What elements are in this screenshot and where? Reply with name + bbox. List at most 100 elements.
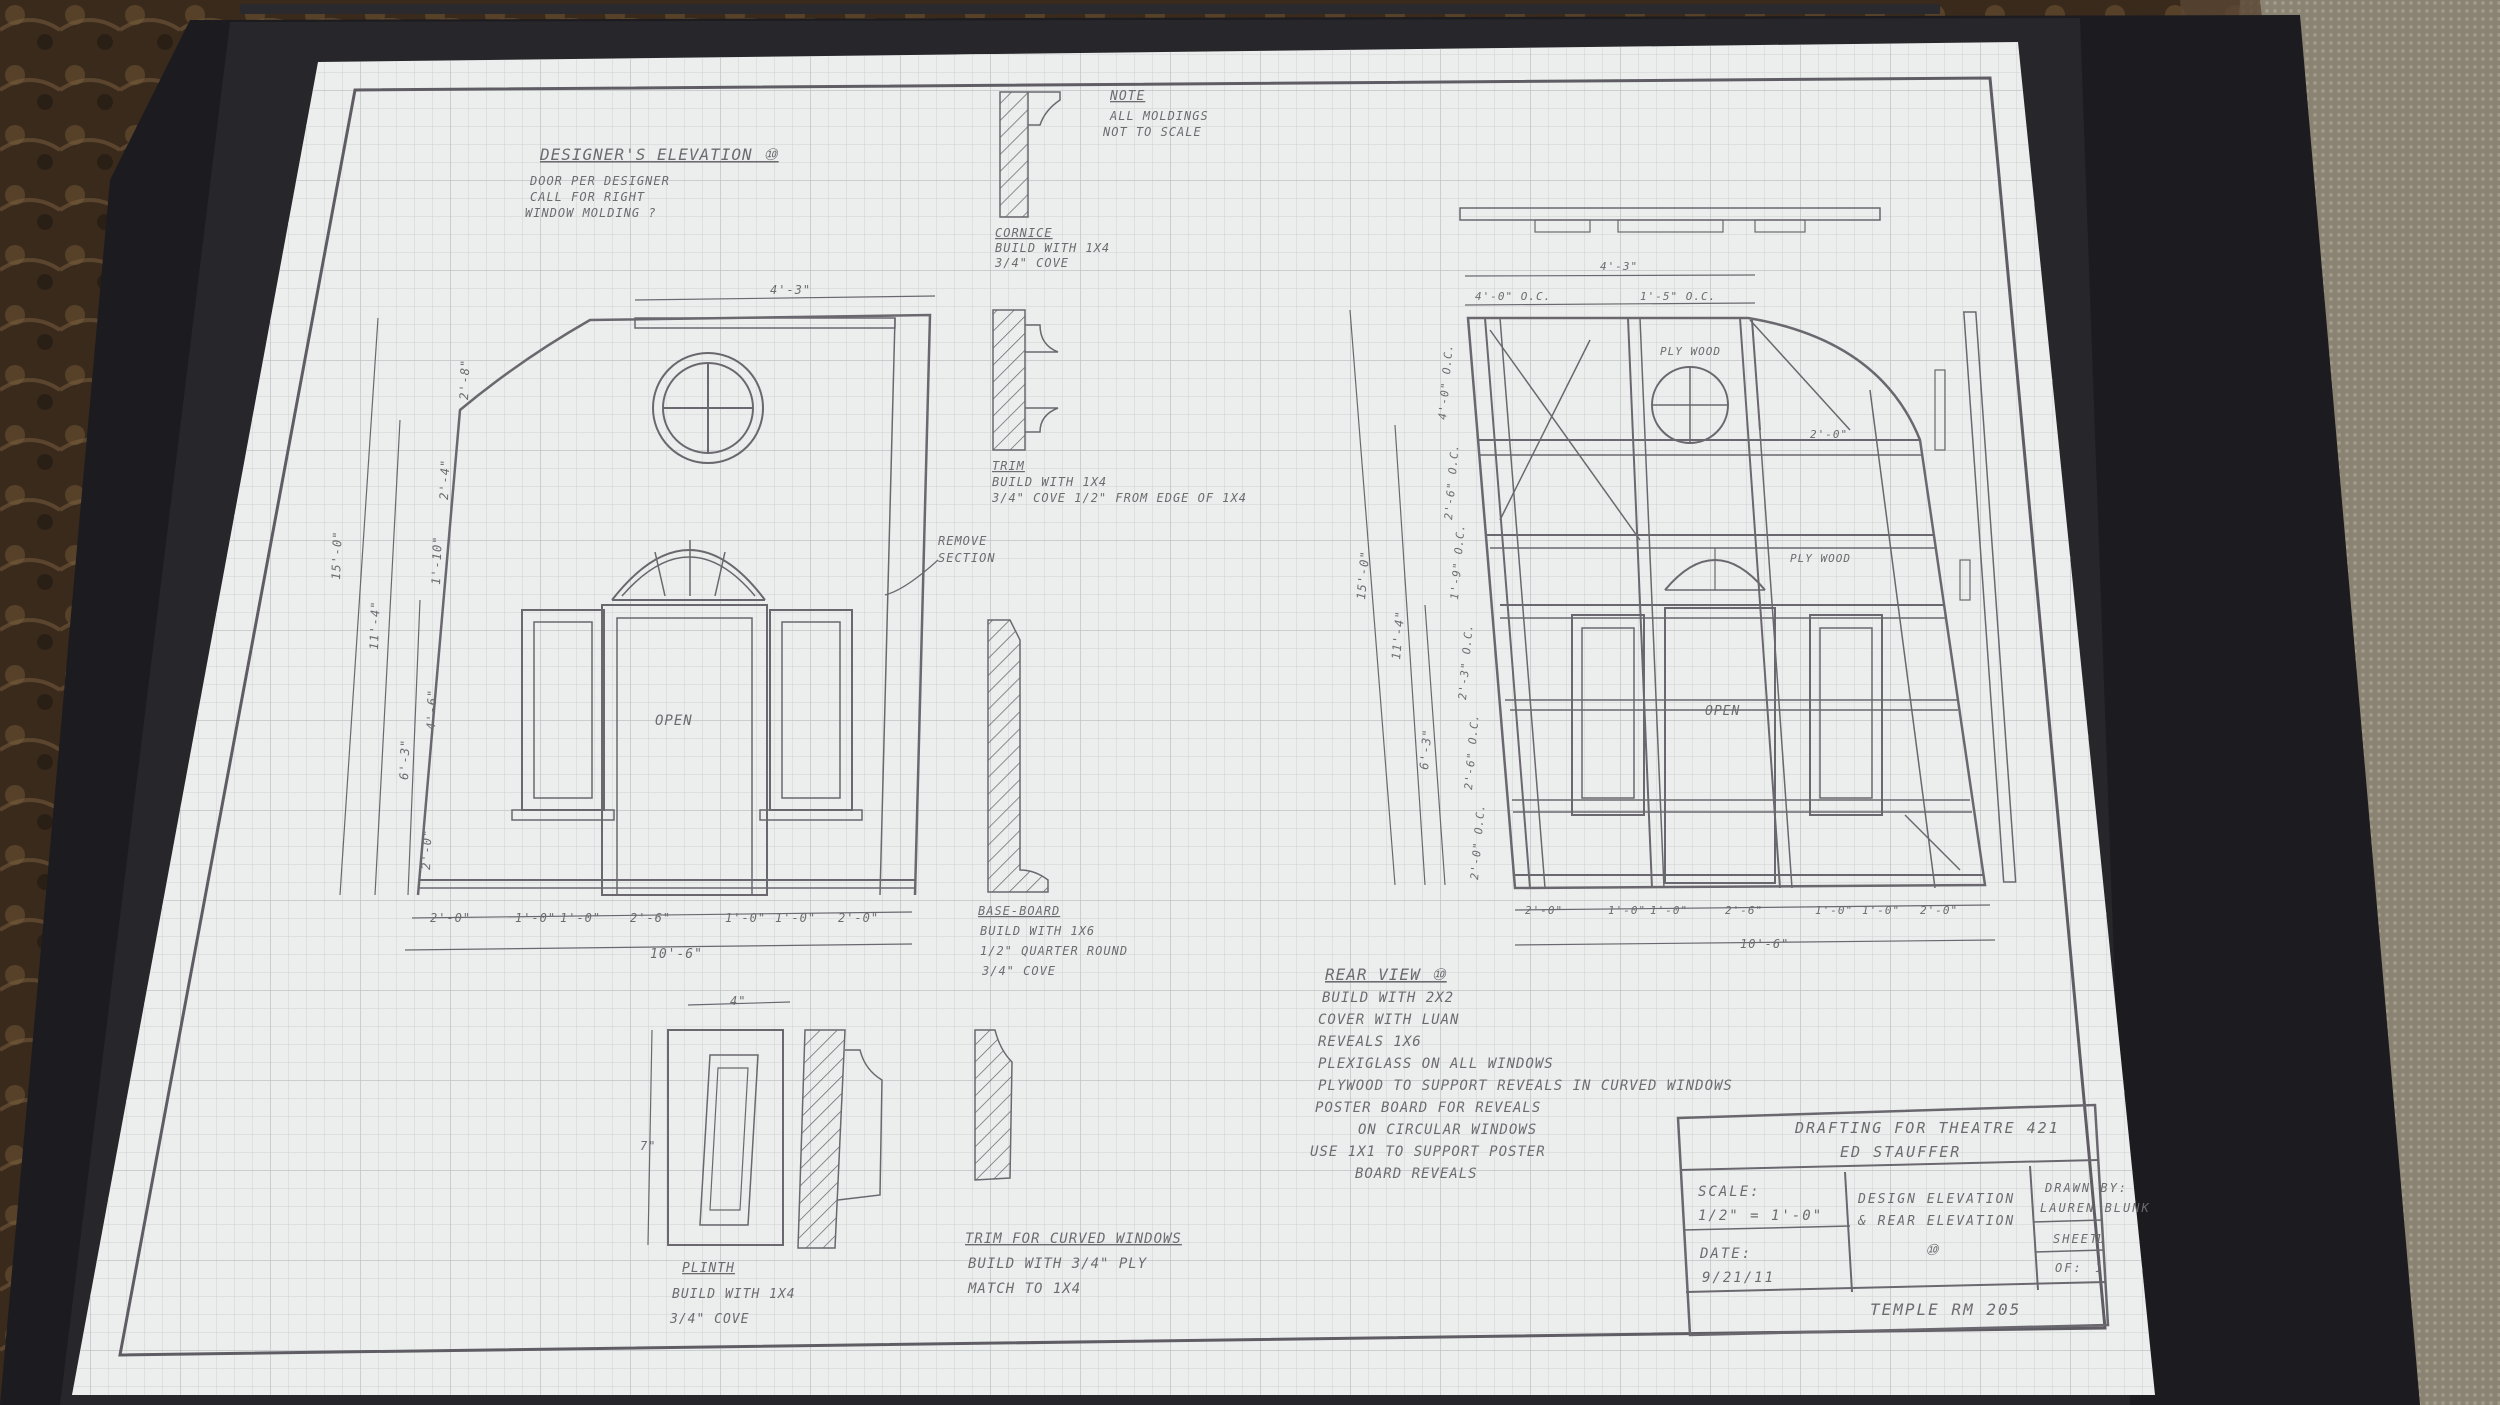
trim-title: TRIM [992,459,1025,473]
drafting-sheet [72,42,2155,1395]
rear-elevation: 4'-3" 4'-0" O.C. 1'-5" O.C. [1310,207,2017,1182]
rear-side-profile [1963,311,2017,883]
molding-details: NOTE ALL MOLDINGS NOT TO SCALE CORNICE B… [640,89,1247,1327]
designer-dim-height-line [339,317,379,896]
title-block: DRAFTING FOR THEATRE 421 ED STAUFFER SCA… [1676,1103,2149,1337]
designer-dim-seg-2: 4'-6" [424,689,439,731]
rear-bottom-dim-1: 1'-0" [1608,904,1646,917]
designer-bottom-dim-0: 2'-0" [430,911,471,925]
tb-drawing-number: ⑩ [1925,1241,1940,1259]
designer-bottom-dim-5: 1'-0" [775,911,816,925]
rear-dim-height-b: 6'-3" [1417,728,1435,770]
designer-remove-label-2: SECTION [938,551,996,565]
designer-dim-seg-3: 1'-10" [429,535,445,585]
rear-bottom-dim-0: 2'-0" [1525,904,1563,917]
rear-title: REAR VIEW ⑩ [1325,965,1447,984]
designer-wall-edge [879,317,896,896]
baseboard-profile [987,619,1049,893]
designer-door-opening [616,617,753,896]
baseboard-line-2: 1/2" QUARTER ROUND [980,944,1128,958]
plinth-width: 4" [730,994,746,1008]
designer-left-sill [511,809,615,821]
note-title: NOTE [1109,89,1145,104]
designer-wall-outline [416,313,932,896]
cornice-line-1: BUILD WITH 1X4 [995,241,1110,255]
baseboard-title: BASE-BOARD [978,904,1060,918]
rear-door-opening [1664,607,1776,884]
rear-dim-top-right: 1'-5" O.C. [1640,290,1716,303]
note-line-1: ALL MOLDINGS [1109,109,1209,123]
rear-plywood-label-1: PLY WOOD [1660,345,1721,358]
designer-dim-seg-1: 2'-0" [419,829,434,871]
designer-dim-bottom-line [411,911,913,919]
rear-line-6: ON CIRCULAR WINDOWS [1358,1122,1537,1138]
rear-dim-top-left: 4'-0" O.C. [1475,290,1551,303]
rear-plywood-label-2: PLY WOOD [1790,552,1851,565]
designer-right-sill [759,809,863,821]
tb-drawing-title-2: & REAR ELEVATION [1857,1214,2015,1229]
rear-line-1: COVER WITH LUAN [1318,1012,1459,1028]
designer-dim-height-b: 6'-3" [397,739,412,781]
designer-dim-height-total: 15'-0" [329,530,345,580]
note-line-2: NOT TO SCALE [1102,125,1202,139]
rear-left-window [1571,614,1645,816]
tb-course: DRAFTING FOR THEATRE 421 [1794,1119,2060,1137]
rear-line-2: REVEALS 1X6 [1318,1034,1422,1050]
curved-title: TRIM FOR CURVED WINDOWS [965,1231,1182,1247]
cornice-profile [999,91,1029,218]
plinth-line-2: 3/4" COVE [669,1312,749,1327]
plinth-width-dim [687,1001,791,1006]
baseboard-line-3: 3/4" COVE [981,964,1056,978]
rear-stile-1 [1627,317,1653,889]
designer-bottom-dim-4: 1'-0" [725,911,766,925]
rear-dim-height-total: 15'-0" [1354,550,1372,600]
tb-drawn-by-label: DRAWN BY: [2044,1181,2128,1195]
rear-dim-height-a: 11'-4" [1389,610,1407,660]
plinth-height-dim [647,1029,653,1246]
plinth-height: 7" [640,1139,656,1153]
tb-scale-value: 1/2" = 1'-0" [1698,1208,1823,1224]
designer-dim-top-line [634,295,936,301]
title-block-outer [1676,1103,2110,1337]
tb-of-label: OF: [2055,1261,2083,1275]
designer-remove-label-1: REMOVE [938,534,987,548]
plinth-line-1: BUILD WITH 1X4 [672,1287,796,1302]
tb-instructor: ED STAUFFER [1840,1143,1961,1161]
designer-bottom-dim-3: 2'-6" [630,911,671,925]
designer-bottom-total: 10'-6" [650,947,703,962]
rear-dim-height-line [1349,309,1396,886]
designer-open-label: OPEN [655,713,693,729]
rear-line-8: BOARD REVEALS [1355,1166,1478,1182]
tb-of-value: 1 [2095,1261,2104,1275]
rear-line-4: PLYWOOD TO SUPPORT REVEALS IN CURVED WIN… [1318,1078,1733,1094]
trim-line-2: 3/4" COVE 1/2" FROM EDGE OF 1X4 [991,491,1247,505]
plinth-front [667,1029,784,1246]
curved-line-1: BUILD WITH 3/4" PLY [968,1256,1148,1272]
designer-bottom-dim-1: 1'-0" [515,911,556,925]
tb-sheet-label: SHEET: [2053,1232,2108,1246]
rear-line-5: POSTER BOARD FOR REVEALS [1315,1100,1541,1116]
rear-brace-1 [1489,329,1641,541]
trim-profile [992,309,1026,451]
rear-bottom-total: 10'-6" [1740,937,1789,951]
designer-bottom-dim-2: 1'-0" [560,911,601,925]
rear-stile-2 [1739,317,1781,889]
trim-line-1: BUILD WITH 1X4 [992,475,1107,489]
designer-dim-top: 4'-3" [770,283,811,297]
rear-dim-top: 4'-3" [1600,260,1638,273]
designer-elevation: DESIGNER'S ELEVATION ⑩ DOOR PER DESIGNER… [329,145,996,962]
rear-bottom-dim-3: 2'-6" [1725,904,1763,917]
tb-drawing-title-1: DESIGN ELEVATION [1857,1192,2015,1207]
rear-bottom-dim-4: 1'-0" [1815,904,1853,917]
binder-rings [240,4,1940,14]
rear-bottom-dim-6: 2'-0" [1920,904,1958,917]
designer-bottom-dim-6: 2'-0" [838,911,879,925]
cornice-line-2: 3/4" COVE [994,256,1069,270]
tb-sheet-value: 1 [2095,1232,2104,1246]
rear-line-7: USE 1X1 TO SUPPORT POSTER [1310,1144,1546,1160]
curved-trim-profile [974,1029,1013,1181]
rear-right-window [1809,614,1883,816]
designer-dim-height-a: 11'-4" [367,600,383,650]
rear-line-0: BUILD WITH 2X2 [1322,990,1454,1006]
